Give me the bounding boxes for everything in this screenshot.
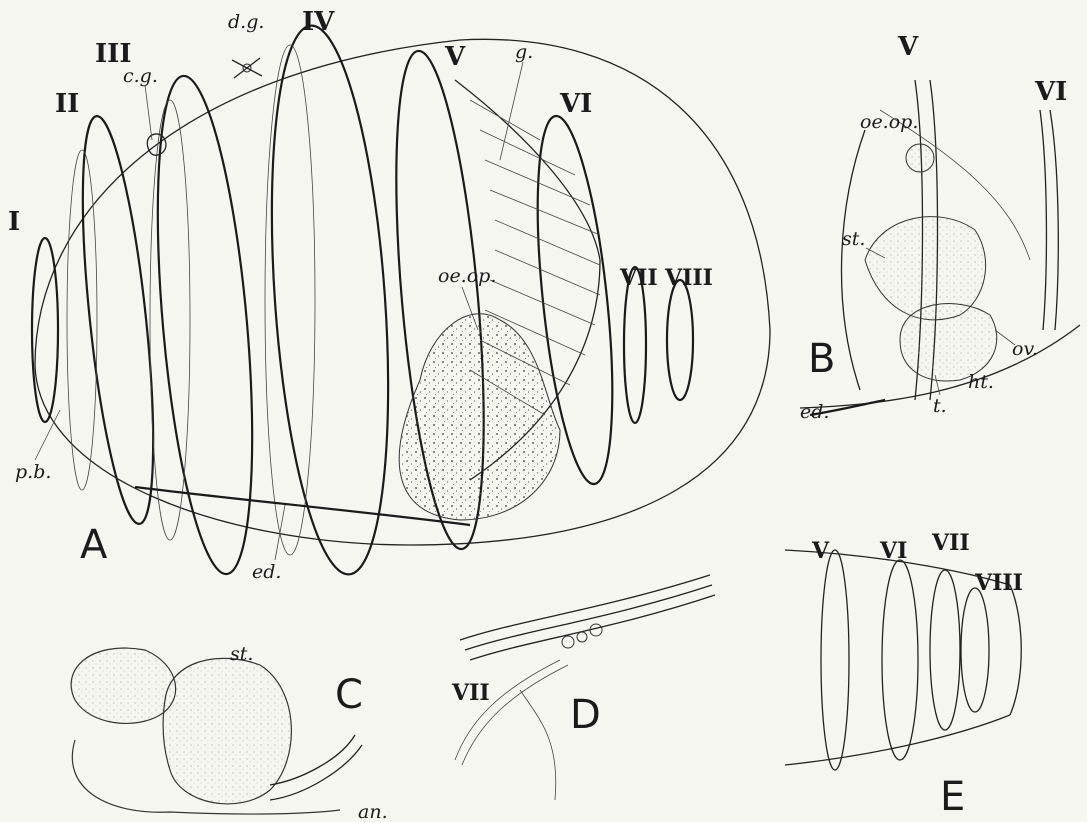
seg-label-VIII: VIII [664,265,713,291]
figure-b: V VI oe.op. st. ed. t. ht. ov. B [800,32,1080,423]
label-oeop: oe.op. [438,265,496,287]
ring-VIII [667,280,693,400]
label-ed: ed. [252,561,281,583]
figure-d-bulb-1 [562,636,574,648]
label-b-ov: ov. [1012,338,1038,360]
seg-label-IV: IV [302,7,335,37]
figure-e-ventral-line [785,715,1010,765]
seg-label-B-V: V [897,32,919,62]
seg-label-V: V [444,42,466,72]
figure-e-ring-VI [882,560,918,760]
seg-label-II: II [55,89,79,119]
seg-label-E-V: V [811,538,830,564]
figure-c: st. an. C [71,643,387,822]
figure-a: I II III IV V VI VII VIII c.g. d.g. g. o… [8,7,770,583]
label-b-oeop: oe.op. [860,111,918,133]
figure-e-ring-V [821,550,849,770]
label-c-st: st. [230,643,253,665]
panel-label-B: B [808,336,835,382]
figure-a-segment-rings [32,22,693,578]
dorsal-gland [232,58,262,78]
seg-label-D-VII: VII [451,680,490,706]
label-g: g. [515,41,533,63]
ring-IV [256,22,404,578]
figure-b-oesophageal-opening [906,144,934,172]
seg-label-E-VIII: VIII [974,570,1023,596]
panel-label-D: D [570,692,601,738]
figure-c-stomach [163,658,291,804]
label-b-ht: ht. [968,371,994,393]
seg-label-VII: VII [619,265,658,291]
figure-b-heart [900,304,997,381]
figure-d: VII D [451,575,715,800]
figure-b-stomach [865,217,986,320]
figure-e-ring-VII [930,570,960,730]
seg-label-I: I [8,207,20,237]
label-b-ed: ed. [800,401,829,423]
label-b-st: st. [842,228,865,250]
label-dg: d.g. [228,11,264,33]
panel-label-A: A [80,522,108,568]
figure-a-viscera [399,314,560,520]
label-cg: c.g. [123,65,158,87]
figure-e-ring-VIII [961,588,989,712]
figure-c-left-lobe [71,648,175,723]
figure-d-bulb-3 [590,624,602,636]
label-pb: p.b. [15,461,51,483]
panel-label-E: E [940,774,965,820]
seg-label-E-VII: VII [931,530,970,556]
ring-III [141,72,268,577]
figure-e: V VI VII VIII E [785,530,1023,820]
figure-d-bulb-2 [577,632,587,642]
ring-II [69,113,168,527]
seg-label-B-VI: VI [1034,77,1067,107]
label-b-t: t. [933,395,947,417]
panel-label-C: C [335,672,363,718]
seg-label-E-VI: VI [879,538,907,564]
label-c-an: an. [358,801,388,822]
seg-label-VI: VI [559,89,592,119]
ring-I [32,238,58,422]
